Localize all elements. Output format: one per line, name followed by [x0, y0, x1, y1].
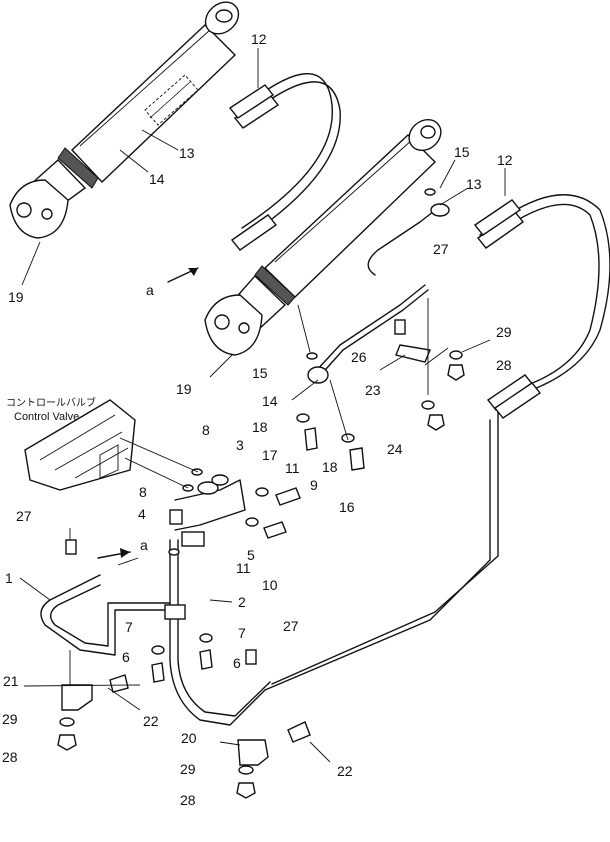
- part-label: 6: [122, 649, 130, 665]
- part-label: 18: [252, 419, 268, 435]
- part-label: 14: [149, 171, 165, 187]
- view-marker-a: a: [140, 537, 148, 553]
- part-label: 26: [351, 349, 367, 365]
- part-label: 20: [181, 730, 197, 746]
- part-label: 9: [310, 477, 318, 493]
- lower-piping: [40, 411, 499, 726]
- part-label: 23: [365, 382, 381, 398]
- part-label: 5: [247, 547, 255, 563]
- part-label: 7: [238, 625, 246, 641]
- part-label: 14: [262, 393, 278, 409]
- part-label: 15: [252, 365, 268, 381]
- part-label: 13: [466, 176, 482, 192]
- part-label: 19: [8, 289, 24, 305]
- part-label: 27: [16, 508, 32, 524]
- cylinder-upper-right: [204, 118, 442, 356]
- part-label: 17: [262, 447, 278, 463]
- view-arrows: [97, 267, 199, 559]
- part-label: 18: [322, 459, 338, 475]
- part-label: 22: [143, 713, 159, 729]
- part-label: 11: [236, 560, 251, 576]
- pilot-line: [307, 203, 450, 384]
- part-label: 22: [337, 763, 353, 779]
- part-label: 3: [236, 437, 244, 453]
- part-label: 28: [496, 357, 512, 373]
- part-label: 19: [176, 381, 192, 397]
- part-label: 6: [233, 655, 241, 671]
- part-label: 10: [262, 577, 278, 593]
- part-label: 12: [497, 152, 513, 168]
- part-label: 29: [2, 711, 18, 727]
- part-label: 8: [139, 484, 147, 500]
- part-label: 21: [3, 673, 19, 689]
- part-label: 28: [180, 792, 196, 808]
- view-marker-a: a: [146, 282, 154, 298]
- part-label: 8: [202, 422, 210, 438]
- part-label: 29: [496, 324, 512, 340]
- part-label: 7: [125, 619, 133, 635]
- part-label: 29: [180, 761, 196, 777]
- control-valve: [24, 399, 136, 491]
- part-label: 11: [285, 460, 300, 476]
- fasteners: [57, 188, 465, 799]
- cylinder-upper-left: [9, 1, 240, 239]
- part-label: 2: [238, 594, 246, 610]
- part-label: 28: [2, 749, 18, 765]
- part-label: 27: [283, 618, 299, 634]
- control-valve-jp-label: コントロールバルブ: [6, 396, 96, 409]
- hose-fittings: [228, 84, 542, 419]
- part-label: 16: [339, 499, 355, 515]
- leader-lines: [19, 48, 506, 763]
- brackets: [61, 539, 269, 766]
- part-label: 13: [179, 145, 195, 161]
- part-label: 27: [433, 241, 449, 257]
- part-label: 15: [454, 144, 470, 160]
- labels: コントロールバルブ Control Valve a a 1 2 3 4 5 6 …: [2, 31, 513, 808]
- part-label: 4: [138, 506, 146, 522]
- part-label: 12: [251, 31, 267, 47]
- control-valve-en-label: Control Valve: [14, 411, 79, 423]
- part-label: 1: [5, 570, 13, 586]
- part-label: 24: [387, 441, 403, 457]
